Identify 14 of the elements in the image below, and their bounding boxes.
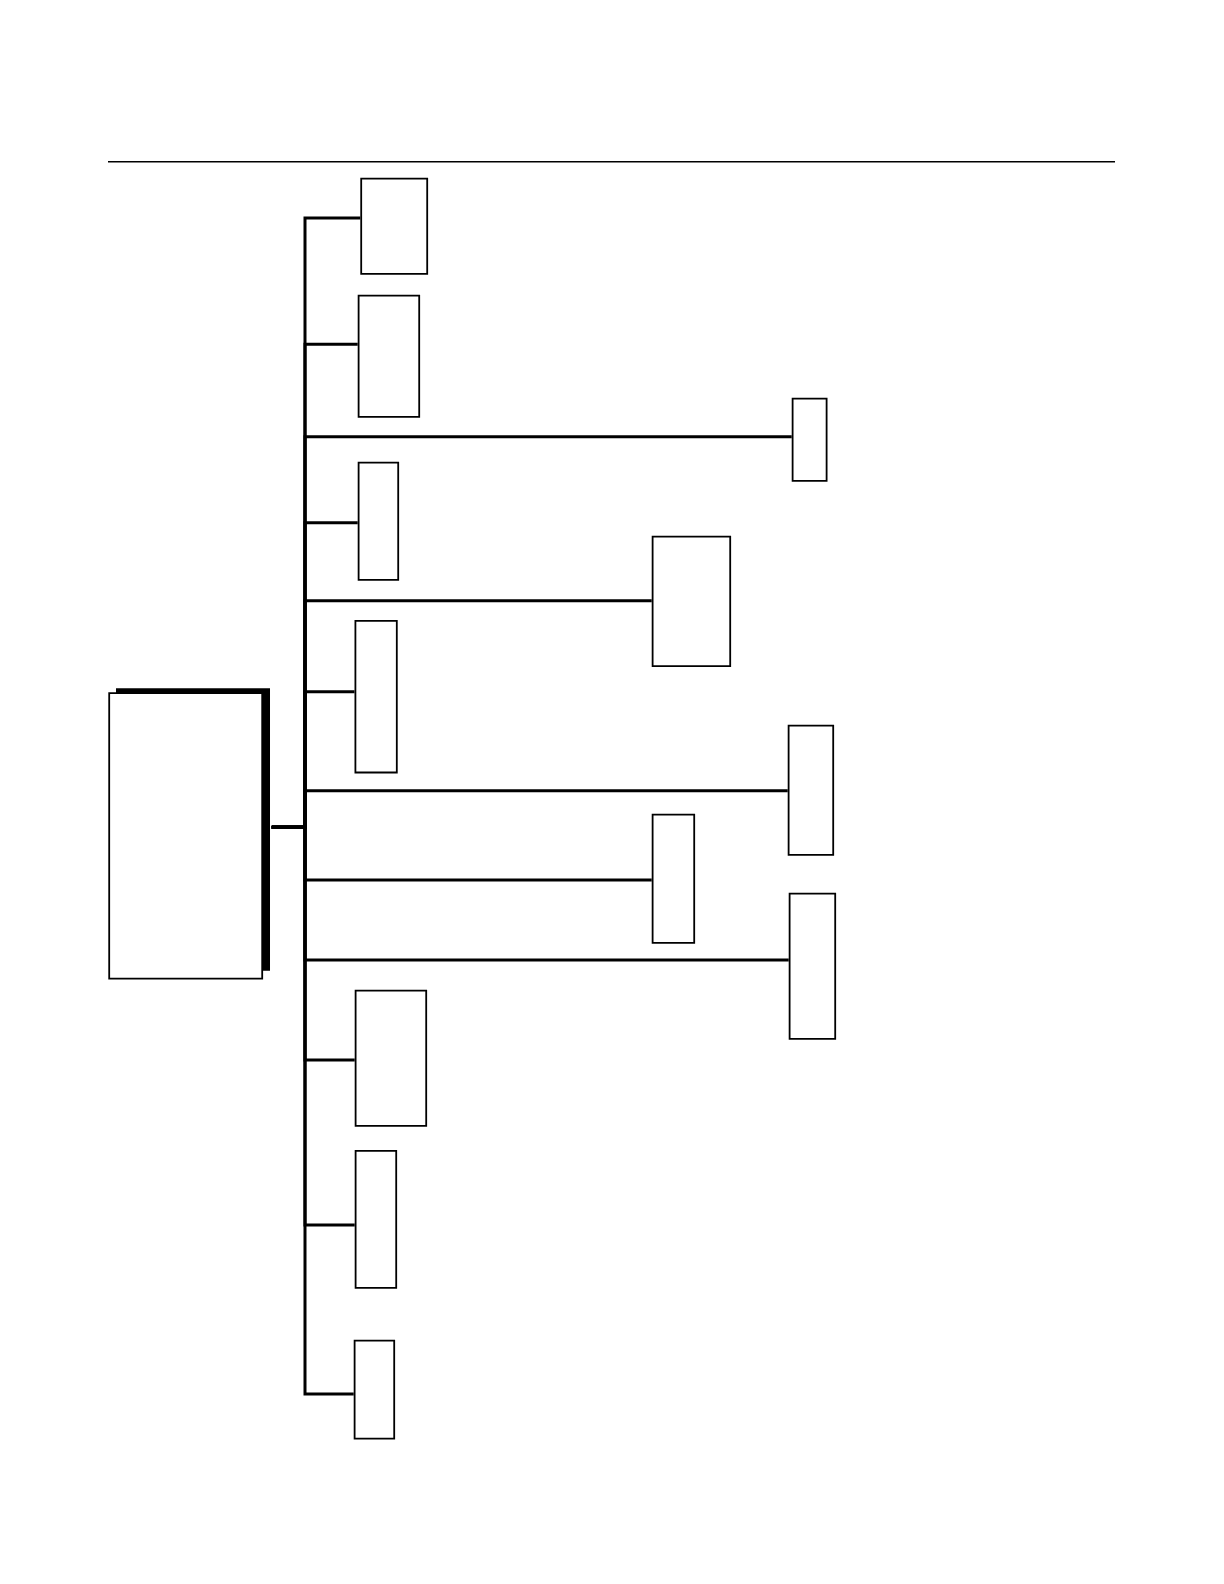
branch-box xyxy=(354,989,428,1127)
branch-box xyxy=(354,620,398,774)
branch-box xyxy=(354,1150,398,1289)
branch-box xyxy=(357,294,421,418)
branch-box xyxy=(787,724,835,856)
branch-box xyxy=(791,397,828,482)
branch-box xyxy=(360,177,429,275)
branch-box xyxy=(651,535,732,668)
branch-box xyxy=(353,1339,396,1440)
branch-box xyxy=(788,892,837,1040)
connector-line xyxy=(271,825,354,1396)
branch-box xyxy=(357,461,400,581)
branch-box xyxy=(651,813,696,944)
shadowed-box xyxy=(108,688,270,980)
